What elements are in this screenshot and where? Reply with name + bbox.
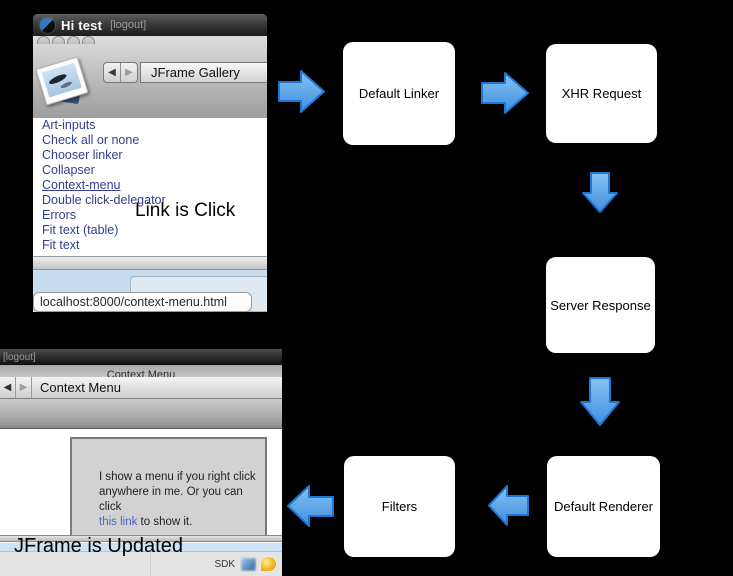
arrow-down-icon bbox=[580, 377, 620, 426]
gallery-link[interactable]: Double click-delegator bbox=[42, 193, 166, 207]
window-titlebar[interactable]: Hi test [logout] bbox=[33, 14, 267, 36]
annotation-jframe-updated: JFrame is Updated bbox=[14, 535, 183, 557]
toolbar-bubble-icon[interactable] bbox=[67, 36, 80, 44]
page-title: Context Menu bbox=[40, 380, 121, 395]
sdk-swirl-icon[interactable] bbox=[260, 556, 277, 572]
flow-box-label: XHR Request bbox=[561, 86, 642, 101]
sdk-photo-icon[interactable] bbox=[240, 556, 257, 572]
browser-toolbar: ◀ ▶ JFrame Gallery bbox=[33, 36, 267, 118]
gallery-link[interactable]: Chooser linker bbox=[42, 148, 123, 162]
status-strip bbox=[0, 542, 282, 552]
forward-button[interactable]: ▶ bbox=[120, 63, 137, 82]
gallery-link[interactable]: Fit text (table) bbox=[42, 223, 119, 237]
arrow-right-icon bbox=[278, 70, 325, 113]
photo-image bbox=[41, 62, 82, 98]
back-button[interactable]: ◀ bbox=[108, 67, 116, 78]
page-content: I show a menu if you right click anywher… bbox=[0, 429, 282, 541]
photo-icon bbox=[35, 56, 89, 106]
toolbar-bubble-icon[interactable] bbox=[82, 36, 95, 44]
toolbar-spacer bbox=[0, 399, 282, 429]
forward-button[interactable]: ▶ bbox=[19, 381, 28, 393]
logout-link[interactable]: [logout] bbox=[3, 351, 36, 363]
panel-line: anywhere in me. Or you can click bbox=[99, 486, 243, 513]
flow-box-default-renderer: Default Renderer bbox=[547, 456, 660, 557]
status-bar: SDK bbox=[0, 552, 282, 576]
arrow-right-icon bbox=[481, 72, 529, 114]
flow-box-default-linker: Default Linker bbox=[343, 42, 455, 145]
panel-line: to show it. bbox=[137, 516, 193, 528]
back-forward-buttons: ◀ ▶ bbox=[103, 62, 138, 83]
gallery-link[interactable]: Collapser bbox=[42, 163, 95, 177]
clipped-title-text: Context Menu bbox=[106, 369, 176, 377]
arrow-left-icon bbox=[488, 485, 529, 526]
horizontal-scrollbar[interactable] bbox=[33, 256, 267, 270]
photo-smudge bbox=[60, 80, 73, 90]
gallery-link[interactable]: Errors bbox=[42, 208, 77, 222]
browser-navbar: ◀ ▶ Context Menu bbox=[0, 377, 282, 399]
flow-box-label: Default Linker bbox=[358, 86, 440, 101]
gallery-link[interactable]: Check all or none bbox=[42, 133, 140, 147]
logout-link[interactable]: [logout] bbox=[110, 19, 147, 31]
back-button[interactable]: ◀ bbox=[3, 381, 12, 393]
browser-window-context-menu: [logout] Context Menu ◀ ▶ Context Menu I… bbox=[0, 349, 282, 576]
panel-text: I show a menu if you right click anywher… bbox=[99, 470, 265, 530]
annotation-link-clicked: Link is Click bbox=[135, 200, 236, 221]
status-url-tooltip: localhost:8000/context-menu.html bbox=[33, 292, 252, 312]
divider bbox=[150, 552, 151, 576]
divider bbox=[15, 377, 16, 398]
gallery-link[interactable]: Context-menu bbox=[42, 178, 121, 192]
flow-box-label: Server Response bbox=[550, 297, 651, 313]
flow-box-label: Default Renderer bbox=[554, 499, 653, 514]
gallery-link[interactable]: Fit text bbox=[42, 238, 80, 252]
arrow-down-icon bbox=[582, 172, 618, 213]
window-titlebar[interactable]: [logout] bbox=[0, 349, 282, 365]
panel-line: I show a menu if you right click bbox=[99, 471, 256, 483]
this-link[interactable]: this link bbox=[99, 516, 138, 528]
flow-box-filters: Filters bbox=[344, 456, 455, 557]
context-menu-demo-panel[interactable]: I show a menu if you right click anywher… bbox=[70, 437, 267, 541]
toolbar-bubble-icon[interactable] bbox=[37, 36, 50, 44]
gallery-link[interactable]: Art-inputs bbox=[42, 118, 96, 132]
app-logo-icon bbox=[40, 17, 55, 33]
arrow-left-icon bbox=[287, 485, 334, 527]
horizontal-scrollbar[interactable] bbox=[0, 535, 282, 542]
page-title-bar: JFrame Gallery bbox=[140, 62, 267, 83]
browser-window-gallery: Hi test [logout] ◀ ▶ JFrame Gallery Art-… bbox=[33, 14, 267, 312]
flow-box-label: Filters bbox=[381, 499, 418, 514]
window-title: Hi test bbox=[61, 17, 103, 33]
flow-box-xhr-request: XHR Request bbox=[546, 44, 657, 143]
clipped-page-title: Context Menu bbox=[0, 365, 282, 377]
toolbar-bubble-icon[interactable] bbox=[52, 36, 65, 44]
flow-box-server-response: Server Response bbox=[546, 257, 655, 353]
divider bbox=[31, 377, 32, 398]
sdk-label: SDK bbox=[214, 558, 235, 570]
